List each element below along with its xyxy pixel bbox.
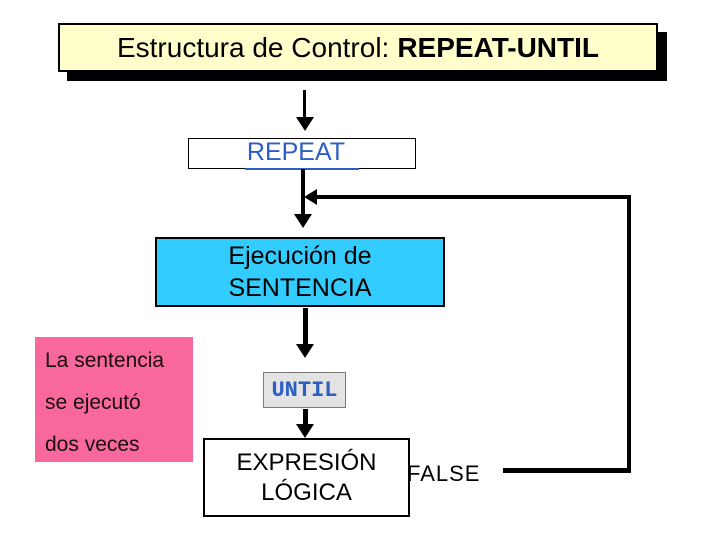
annotation-line-2: se ejecutó [45,391,141,414]
condition-line-1: EXPRESIÓN [236,448,377,476]
until-box[interactable]: UNTIL [263,372,346,408]
sentence-line-2: SENTENCIA [228,274,372,302]
title-text: Estructura de Control: [116,31,390,63]
arrow-down-icon [296,117,314,131]
annotation-line-1: La sentencia [45,349,165,372]
arrow-down-icon [296,344,314,358]
loop-line-top [317,195,631,199]
loop-line-bottom [503,468,631,473]
flow-line-until-to-condition [303,409,308,424]
flow-line-body-to-until [303,308,308,344]
title-box: Estructura de Control: REPEAT-UNTIL [58,23,658,72]
flow-line-repeat-to-body [301,169,305,214]
repeat-link[interactable]: REPEAT [244,138,360,170]
annotation-line-3: dos veces [45,433,140,456]
repeat-box: REPEAT [188,138,416,170]
condition-box: EXPRESIÓN LÓGICA [203,438,410,517]
sentence-line-1: Ejecución de [228,242,372,270]
annotation-box: La sentencia se ejecutó dos veces [35,337,193,462]
arrow-down-icon [296,424,314,438]
title-keyword: REPEAT-UNTIL [397,31,600,63]
condition-line-2: LÓGICA [261,478,352,506]
flow-line-title-to-repeat [303,90,306,117]
until-label: UNTIL [271,377,338,403]
arrow-down-icon [294,214,312,228]
sentence-box: Ejecución de SENTENCIA [155,237,445,307]
loop-line-right [627,195,631,472]
arrow-left-icon [304,189,317,205]
false-label: FALSE [407,461,481,486]
